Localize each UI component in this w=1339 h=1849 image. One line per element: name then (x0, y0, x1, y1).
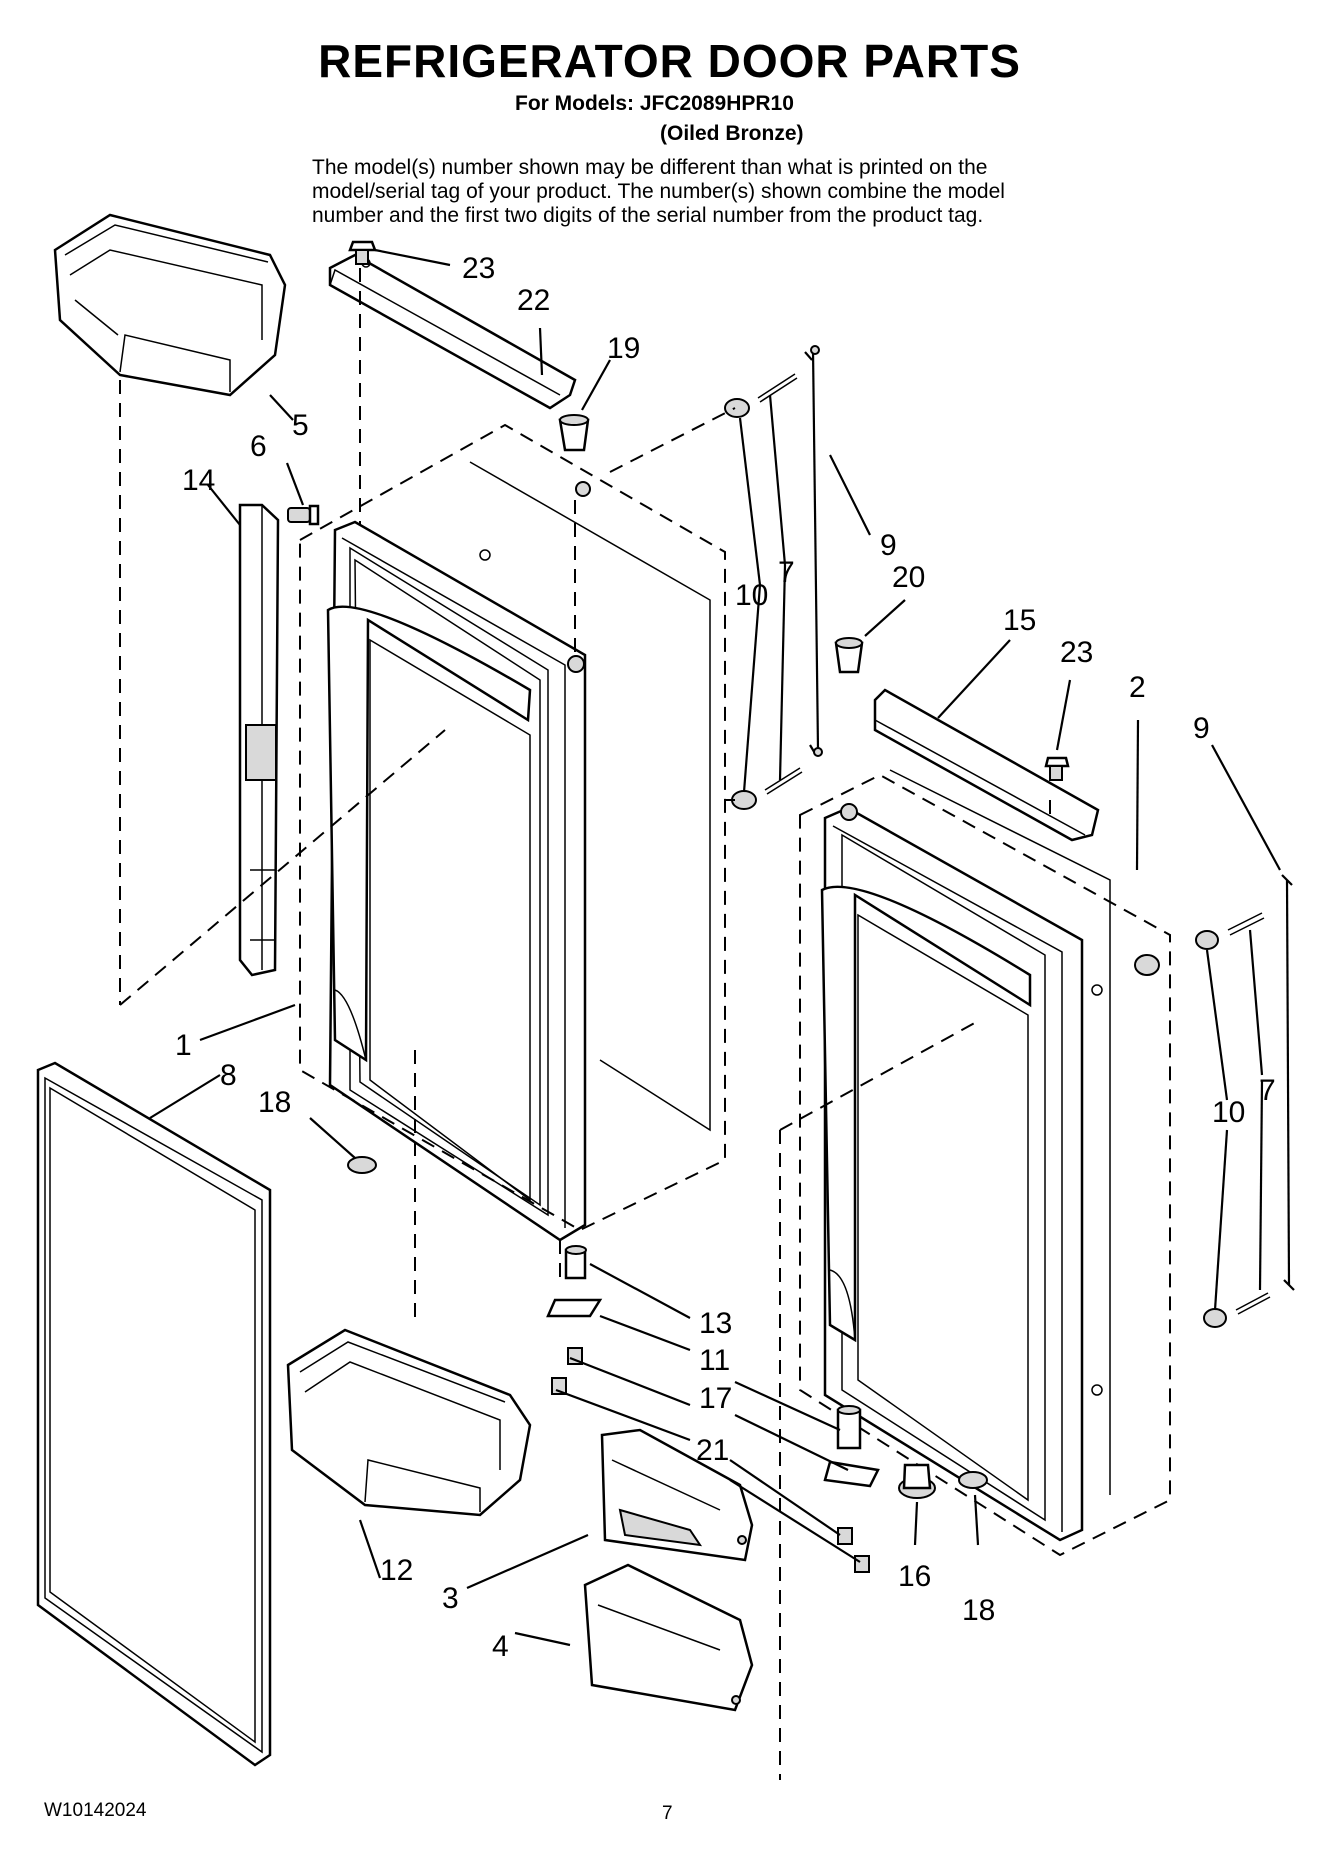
part-5-door-bin (53, 213, 287, 397)
document-number: W10142024 (44, 1800, 147, 1821)
page-title: REFRIGERATOR DOOR PARTS (318, 35, 1021, 87)
part-15-hinge-cover (873, 688, 1100, 842)
part-21-screws-left (551, 1347, 583, 1395)
disclaimer-line: model/serial tag of your product. The nu… (312, 180, 1005, 203)
model-number: For Models: JFC2089HPR10 (515, 92, 794, 115)
callout-7: 7 (1259, 1074, 1276, 1107)
callout-3: 3 (442, 1582, 459, 1615)
callout-10: 10 (735, 579, 768, 612)
callout-8: 8 (220, 1059, 237, 1092)
part-11-hinge-pin (836, 1405, 862, 1450)
callout-12: 12 (380, 1554, 413, 1587)
callout-19: 19 (607, 332, 640, 365)
callout-18: 18 (962, 1594, 995, 1627)
part-2-right-door (820, 803, 1103, 1542)
page-number: 7 (662, 1803, 673, 1824)
callout-23: 23 (462, 252, 495, 285)
part-6-screw (287, 504, 320, 526)
callout-14: 14 (182, 464, 215, 497)
callout-11: 11 (699, 1344, 730, 1377)
part-4-dispenser-cover (583, 1563, 754, 1712)
part-17-hinge-plate (546, 1298, 603, 1318)
leader-lines (149, 248, 1281, 1647)
part-16-cam (898, 1463, 936, 1499)
callout-23: 23 (1060, 636, 1093, 669)
callout-17: 17 (699, 1382, 732, 1415)
callout-1: 1 (175, 1029, 192, 1062)
part-23-screw-right (1044, 756, 1070, 781)
part-14-mullion (238, 503, 280, 977)
callout-2: 2 (1129, 671, 1146, 704)
callout-6: 6 (250, 430, 267, 463)
callout-5: 5 (292, 409, 309, 442)
callout-10: 10 (1212, 1096, 1245, 1129)
part-1-left-door (326, 520, 587, 1242)
part-3-dispenser-housing (600, 1428, 754, 1562)
callout-numbers: 23 22 19 5 6 14 9 10 7 20 15 23 2 9 10 7… (175, 252, 1276, 1663)
callout-7: 7 (778, 556, 795, 589)
part-10-7-upper-hardware (724, 373, 803, 810)
callout-9: 9 (880, 529, 897, 562)
part-22-hinge-cover (328, 253, 577, 410)
part-10-7-right-hardware (1134, 912, 1271, 1328)
part-20-bushing (834, 637, 864, 674)
part-9-rod-right (1281, 874, 1295, 1291)
callout-20: 20 (892, 561, 925, 594)
part-13-hinge-pin (564, 1245, 587, 1280)
part-17-hinge-plate-right (823, 1460, 880, 1488)
part-18-cap-left (347, 1156, 377, 1174)
callout-16: 16 (898, 1560, 931, 1593)
callout-21: 21 (696, 1434, 729, 1467)
callout-15: 15 (1003, 604, 1036, 637)
callout-22: 22 (517, 284, 550, 317)
part-8-gasket (36, 1061, 272, 1767)
callout-13: 13 (699, 1307, 732, 1340)
callout-4: 4 (492, 1630, 509, 1663)
callout-9: 9 (1193, 712, 1210, 745)
part-12-door-bin (286, 1328, 532, 1517)
callout-18: 18 (258, 1086, 291, 1119)
disclaimer-text: The model(s) number shown may be differe… (312, 156, 1142, 228)
part-19-bushing (558, 414, 591, 497)
disclaimer-line: number and the first two digits of the s… (312, 204, 984, 227)
finish-label: (Oiled Bronze) (660, 122, 804, 145)
part-9-rod-upper (804, 345, 823, 757)
part-18-cap-right (958, 1471, 988, 1489)
disclaimer-line: The model(s) number shown may be differe… (312, 156, 988, 179)
